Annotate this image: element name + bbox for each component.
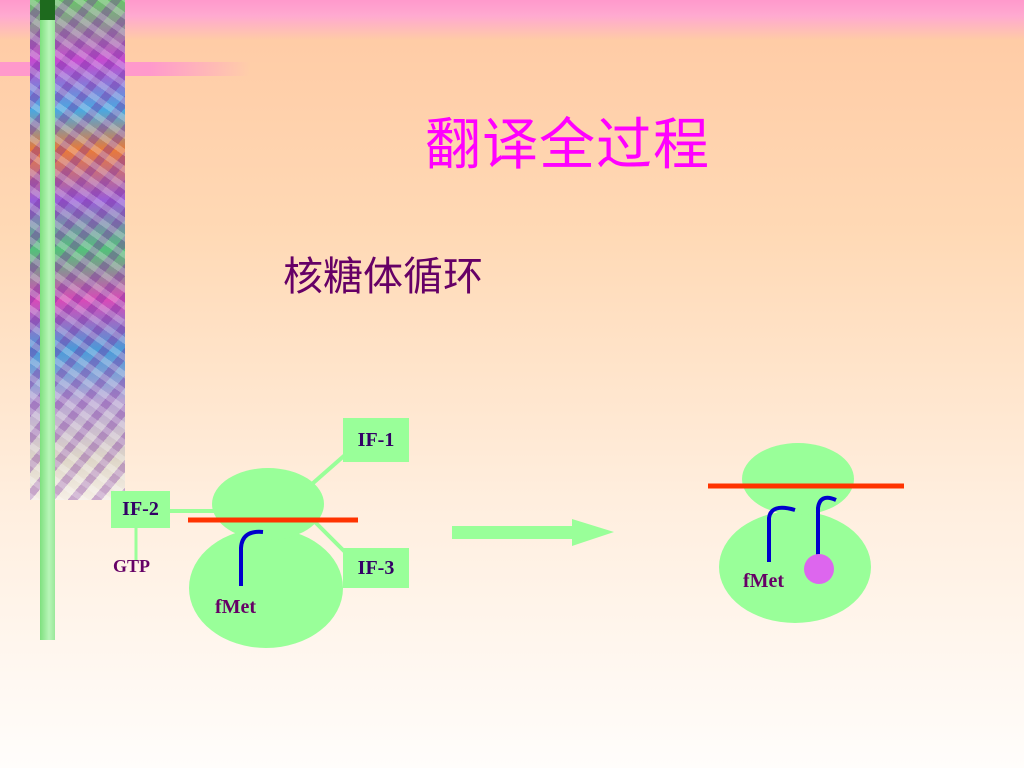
left-ribosome [134, 453, 358, 648]
left-fmet-label: fMet [215, 596, 257, 618]
right-small-subunit [742, 443, 854, 515]
arrow-head [572, 519, 614, 546]
if3-label: IF-3 [357, 556, 395, 579]
slide-title: 翻译全过程 [425, 113, 710, 178]
gtp-label: GTP [113, 556, 151, 576]
left-trna [239, 529, 264, 586]
if1-label: IF-1 [357, 428, 395, 451]
amino-acid-ball [804, 554, 834, 584]
left-large-subunit [189, 528, 343, 648]
slide-subtitle: 核糖体循环 [283, 254, 483, 300]
right-large-subunit [719, 511, 871, 623]
if3-box: IF-3 [343, 548, 409, 588]
if1-connector [310, 453, 347, 486]
if2-label: IF-2 [122, 498, 159, 520]
if1-box: IF-1 [343, 418, 409, 462]
right-trna-a-site [816, 495, 837, 556]
if3-connector [313, 520, 350, 557]
right-ribosome [708, 443, 904, 623]
right-trna-p-site [767, 505, 796, 562]
transition-arrow [452, 519, 614, 546]
green-decorative-bar [40, 0, 55, 640]
left-small-subunit [212, 468, 324, 540]
top-decorative-band [0, 0, 1024, 40]
green-bar-dark-cap [40, 0, 55, 20]
if2-box: IF-2 [111, 491, 170, 528]
arrow-shaft [452, 526, 572, 539]
right-fmet-label: fMet [743, 570, 785, 592]
